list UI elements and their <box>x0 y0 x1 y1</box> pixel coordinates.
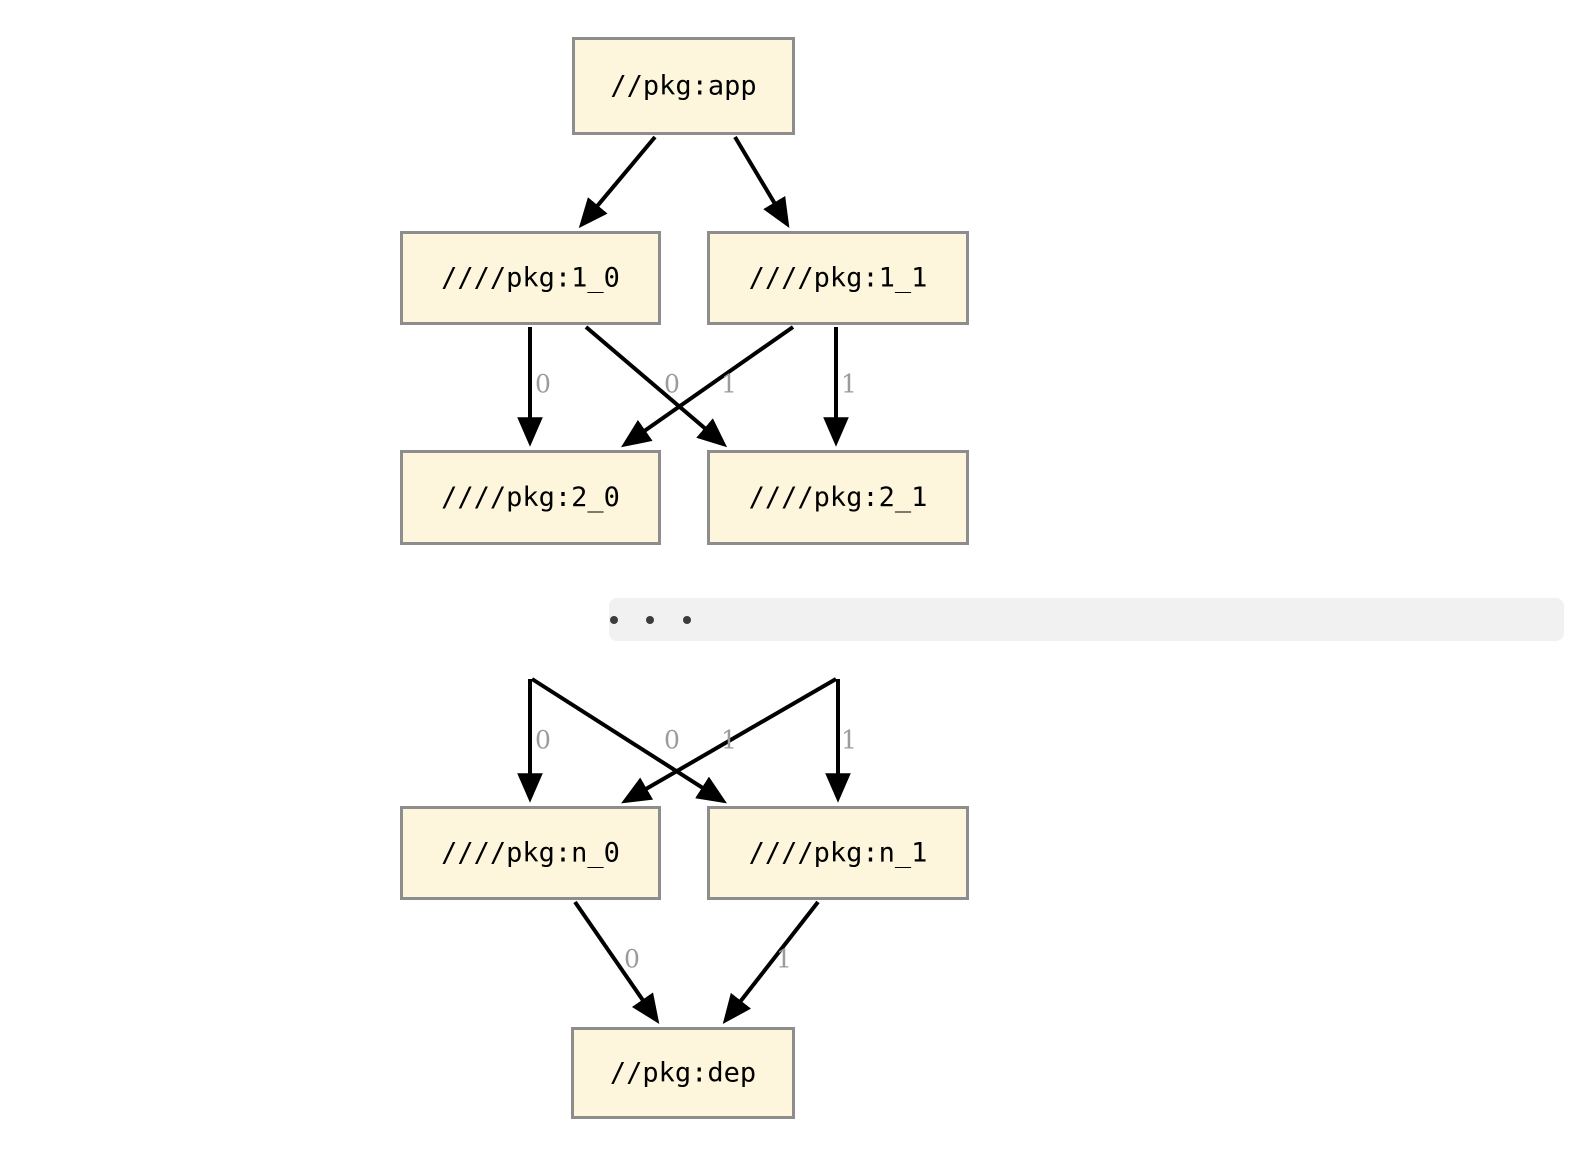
node-box-n2_0 <box>400 450 661 545</box>
edge-label-e-n_1-dep: 1 <box>776 945 792 974</box>
edge-e-n_0-dep <box>573 900 660 1025</box>
node-box-n2_1 <box>707 450 969 545</box>
edge-label-e-dangle-n_0-straight: 0 <box>535 726 551 755</box>
node-dep[interactable]: //pkg:dep <box>571 1027 795 1119</box>
edge-e-n_1-dep <box>722 900 820 1025</box>
node-label-n1_1: ////pkg:1_1 <box>749 263 928 294</box>
node-label-nn_0: ////pkg:n_0 <box>441 838 620 869</box>
edge-label-e-1_1-2_0: 1 <box>721 370 737 399</box>
edge-label-e-dangle-n_1-straight: 1 <box>841 726 857 755</box>
ellipsis-dot-0 <box>610 616 618 624</box>
node-n1_1[interactable]: ////pkg:1_1 <box>707 231 969 325</box>
edge-e-dangle-n_0-cross <box>621 677 838 804</box>
edge-label-e-dangle-n_1-cross: 0 <box>664 726 680 755</box>
edge-label-e-1_0-2_0: 0 <box>535 370 551 399</box>
node-n2_0[interactable]: ////pkg:2_0 <box>400 450 661 545</box>
node-label-app: //pkg:app <box>610 71 756 102</box>
node-app[interactable]: //pkg:app <box>572 37 795 135</box>
node-box-n1_1 <box>707 231 969 325</box>
node-box-app <box>572 37 795 135</box>
edge-e-1_0-2_1 <box>584 325 728 448</box>
edge-layer <box>517 135 851 1025</box>
ellipsis-dot-1 <box>646 616 654 624</box>
node-label-nn_1: ////pkg:n_1 <box>749 838 928 869</box>
edge-e-app-1_1 <box>733 135 790 228</box>
node-label-n2_0: ////pkg:2_0 <box>441 482 620 513</box>
edge-e-dangle-n_1-cross <box>530 677 727 804</box>
node-box-dep <box>571 1027 795 1119</box>
node-box-n1_0 <box>400 231 661 325</box>
edge-label-e-1_0-2_1: 0 <box>664 370 680 399</box>
ellipsis-separator <box>609 598 1564 641</box>
edge-label-e-n_0-dep: 0 <box>624 945 640 974</box>
ellipsis-band <box>609 598 1564 641</box>
edge-e-1_1-2_0 <box>620 325 795 448</box>
node-label-n2_1: ////pkg:2_1 <box>749 482 928 513</box>
node-nn_0[interactable]: ////pkg:n_0 <box>400 806 661 900</box>
node-label-n1_0: ////pkg:1_0 <box>441 263 620 294</box>
node-n1_0[interactable]: ////pkg:1_0 <box>400 231 661 325</box>
edge-e-app-1_0 <box>578 135 657 229</box>
node-label-dep: //pkg:dep <box>610 1058 756 1089</box>
node-box-nn_1 <box>707 806 969 900</box>
node-layer: //pkg:app ////pkg:1_0 ////pkg:1_1 ////pkg:2… <box>400 37 969 1119</box>
node-box-nn_0 <box>400 806 661 900</box>
node-n2_1[interactable]: ////pkg:2_1 <box>707 450 969 545</box>
edge-label-e-dangle-n_0-cross: 1 <box>721 726 737 755</box>
node-nn_1[interactable]: ////pkg:n_1 <box>707 806 969 900</box>
edge-label-e-1_1-2_1: 1 <box>841 370 857 399</box>
ellipsis-dot-2 <box>683 616 691 624</box>
edge-label-layer: 0 0 1 1 0 0 1 1 0 1 <box>535 370 857 974</box>
